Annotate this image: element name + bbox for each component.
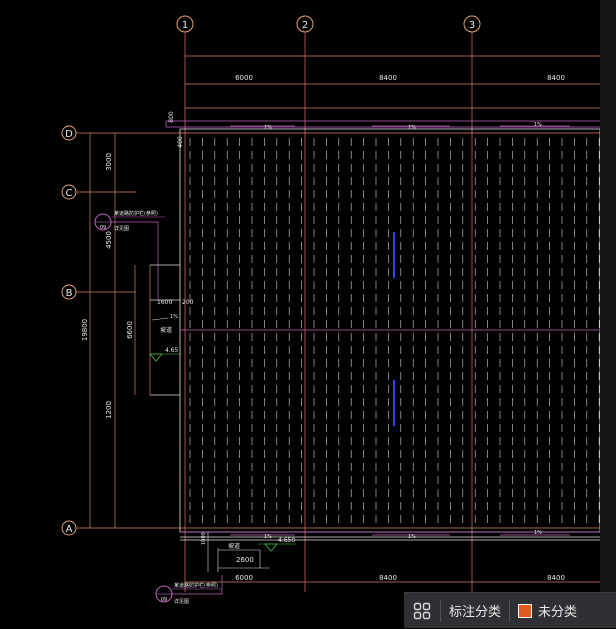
svg-text:2: 2 <box>302 20 308 31</box>
dim-top-2: 8400 <box>379 74 397 82</box>
svg-text:A: A <box>66 524 73 535</box>
horizontal-axis-lines <box>76 132 600 529</box>
slope-label-top-1: 1% <box>264 125 272 131</box>
dim-inner-left: 6600 <box>126 321 134 339</box>
svg-text:4.650: 4.650 <box>278 537 295 544</box>
category-color-swatch <box>518 603 533 618</box>
annotation-status-bar: 标注分类 未分类 <box>404 592 616 628</box>
svg-text:D: D <box>65 129 73 140</box>
slope-label-top-2: 1% <box>408 125 416 131</box>
dim-small-top: 800 <box>168 111 175 123</box>
svg-text:详见图: 详见图 <box>174 598 189 605</box>
dim-bottom-3: 8400 <box>547 574 565 582</box>
dim-left-total: 19800 <box>81 319 89 341</box>
dim-left-seg-2: 4500 <box>105 231 113 249</box>
svg-text:1: 1 <box>182 20 188 31</box>
axis-bubble-A: A <box>61 520 77 536</box>
slope-label-bottom-1: 1% <box>264 534 272 540</box>
grid-icon[interactable] <box>404 593 440 629</box>
bottom-ramp-box <box>207 532 270 572</box>
slope-label-bottom-3: 1% <box>534 530 542 536</box>
category-selector[interactable]: 未分类 <box>510 593 585 628</box>
svg-text:4.65: 4.65 <box>165 347 179 354</box>
divider <box>509 599 511 622</box>
slope-label-bottom-2: 1% <box>408 534 416 540</box>
ramp-slope-arrow <box>151 317 169 321</box>
callout-bottom: 09 某道路防护栏(参照) 详见图 <box>155 575 223 605</box>
top-dimension <box>185 55 600 109</box>
svg-text:3: 3 <box>469 20 475 31</box>
elevation-mark-1: 4.65 <box>149 347 182 362</box>
axis-bubble-C: C <box>61 184 77 200</box>
dim-200: 200 <box>182 299 194 306</box>
dim-bottom-1: 6000 <box>235 574 253 582</box>
ramp-label: 坡道 <box>160 326 172 334</box>
dim-left-seg-3: 1200 <box>105 401 113 419</box>
svg-text:09: 09 <box>161 597 167 603</box>
category-value: 未分类 <box>538 604 578 619</box>
axis-bubble-2: 2 <box>296 15 314 33</box>
axis-bubble-B: B <box>61 284 77 300</box>
ramp-label-bottom: 坡道 <box>228 542 240 550</box>
divider <box>440 599 441 622</box>
left-dimension <box>89 133 151 528</box>
dim-2600: 2600 <box>236 556 254 564</box>
ramp-slope: 1% <box>170 314 178 320</box>
slab-magenta-edge <box>165 120 600 533</box>
dim-1000: 1000 <box>201 532 207 545</box>
axis-bubble-1: 1 <box>176 15 194 33</box>
elevation-mark-2: 4.650 <box>258 537 296 552</box>
svg-text:C: C <box>66 188 73 199</box>
scrollbar-track[interactable] <box>600 0 616 592</box>
axis-bubble-D: D <box>61 125 77 141</box>
callout-top: 09 某道路防护栏(参照) 详见图 <box>94 210 165 300</box>
svg-text:B: B <box>66 288 73 299</box>
svg-text:详见图: 详见图 <box>114 225 129 232</box>
dim-top-1: 6000 <box>235 74 253 82</box>
dim-top-3: 8400 <box>547 74 565 82</box>
svg-text:某道路防护栏(参照): 某道路防护栏(参照) <box>174 582 218 589</box>
svg-text:09: 09 <box>100 225 106 231</box>
axis-bubble-3: 3 <box>463 15 481 33</box>
slope-label-top-3: 1% <box>534 122 542 128</box>
dim-bottom-2: 8400 <box>379 574 397 582</box>
slab-rib-lines <box>189 138 600 526</box>
dim-row-top: 400 <box>177 136 184 148</box>
ramp-box <box>150 264 180 396</box>
dim-left-seg-1: 3000 <box>105 153 113 171</box>
dim-1600: 1600 <box>157 299 172 306</box>
svg-text:某道路防护栏(参照): 某道路防护栏(参照) <box>114 210 158 217</box>
annotation-category-label[interactable]: 标注分类 <box>449 604 502 619</box>
